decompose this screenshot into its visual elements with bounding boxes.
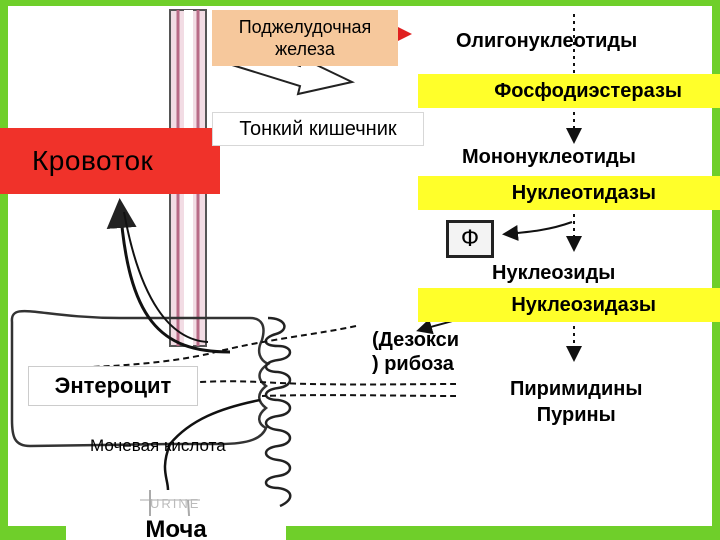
nucleosides-label: Нуклеозиды [492,262,616,284]
enterocyte-cell-outline [10,309,271,448]
microvilli-border [264,316,292,508]
oligonucleotides-label: Олигонуклеотиды [456,30,638,52]
phosphodiesterases-box: Фосфодиэстеразы [418,74,720,108]
pyrimidines-label: Пиримидины [510,378,643,400]
urine-box: Моча [66,516,286,540]
uric-acid-label: Мочевая кислота [90,436,226,455]
nucleosidases-box: Нуклеозидазы [418,288,720,322]
small-intestine-label: Тонкий кишечник [239,117,397,140]
bloodstream-label: Кровоток [32,145,154,176]
nucleotidases-label: Нуклеотидазы [511,181,656,204]
enterocyte-label: Энтероцит [54,373,172,398]
return-to-blood-arrows [106,198,231,354]
nucleotidases-box: Нуклеотидазы [418,176,720,210]
phosphate-label: Ф [460,225,480,252]
bloodstream-box: Кровоток [0,128,220,194]
purines-label: Пурины [536,404,616,426]
urine-faint-label: URINE [150,496,201,511]
mononucleotides-label: Мононуклеотиды [462,146,636,168]
deoxyribose-label: (Дезокси ) рибоза [372,328,459,376]
small-intestine-box: Тонкий кишечник [212,112,424,146]
nucleosidases-label: Нуклеозидазы [511,293,656,316]
deoxyribose-line2: ) рибоза [372,353,454,375]
phosphodiesterases-label: Фосфодиэстеразы [494,79,682,102]
bases-label: Пиримидины Пурины [510,376,642,428]
urine-label: Моча [145,516,207,540]
deoxyribose-line1: (Дезокси [372,329,460,351]
pancreas-label-line2: железа [275,39,335,59]
phosphate-box: Ф [446,220,494,258]
pancreas-box: Поджелудочная железа [212,10,398,66]
enterocyte-box: Энтероцит [28,366,198,406]
pancreas-label-line1: Поджелудочная [238,17,372,37]
